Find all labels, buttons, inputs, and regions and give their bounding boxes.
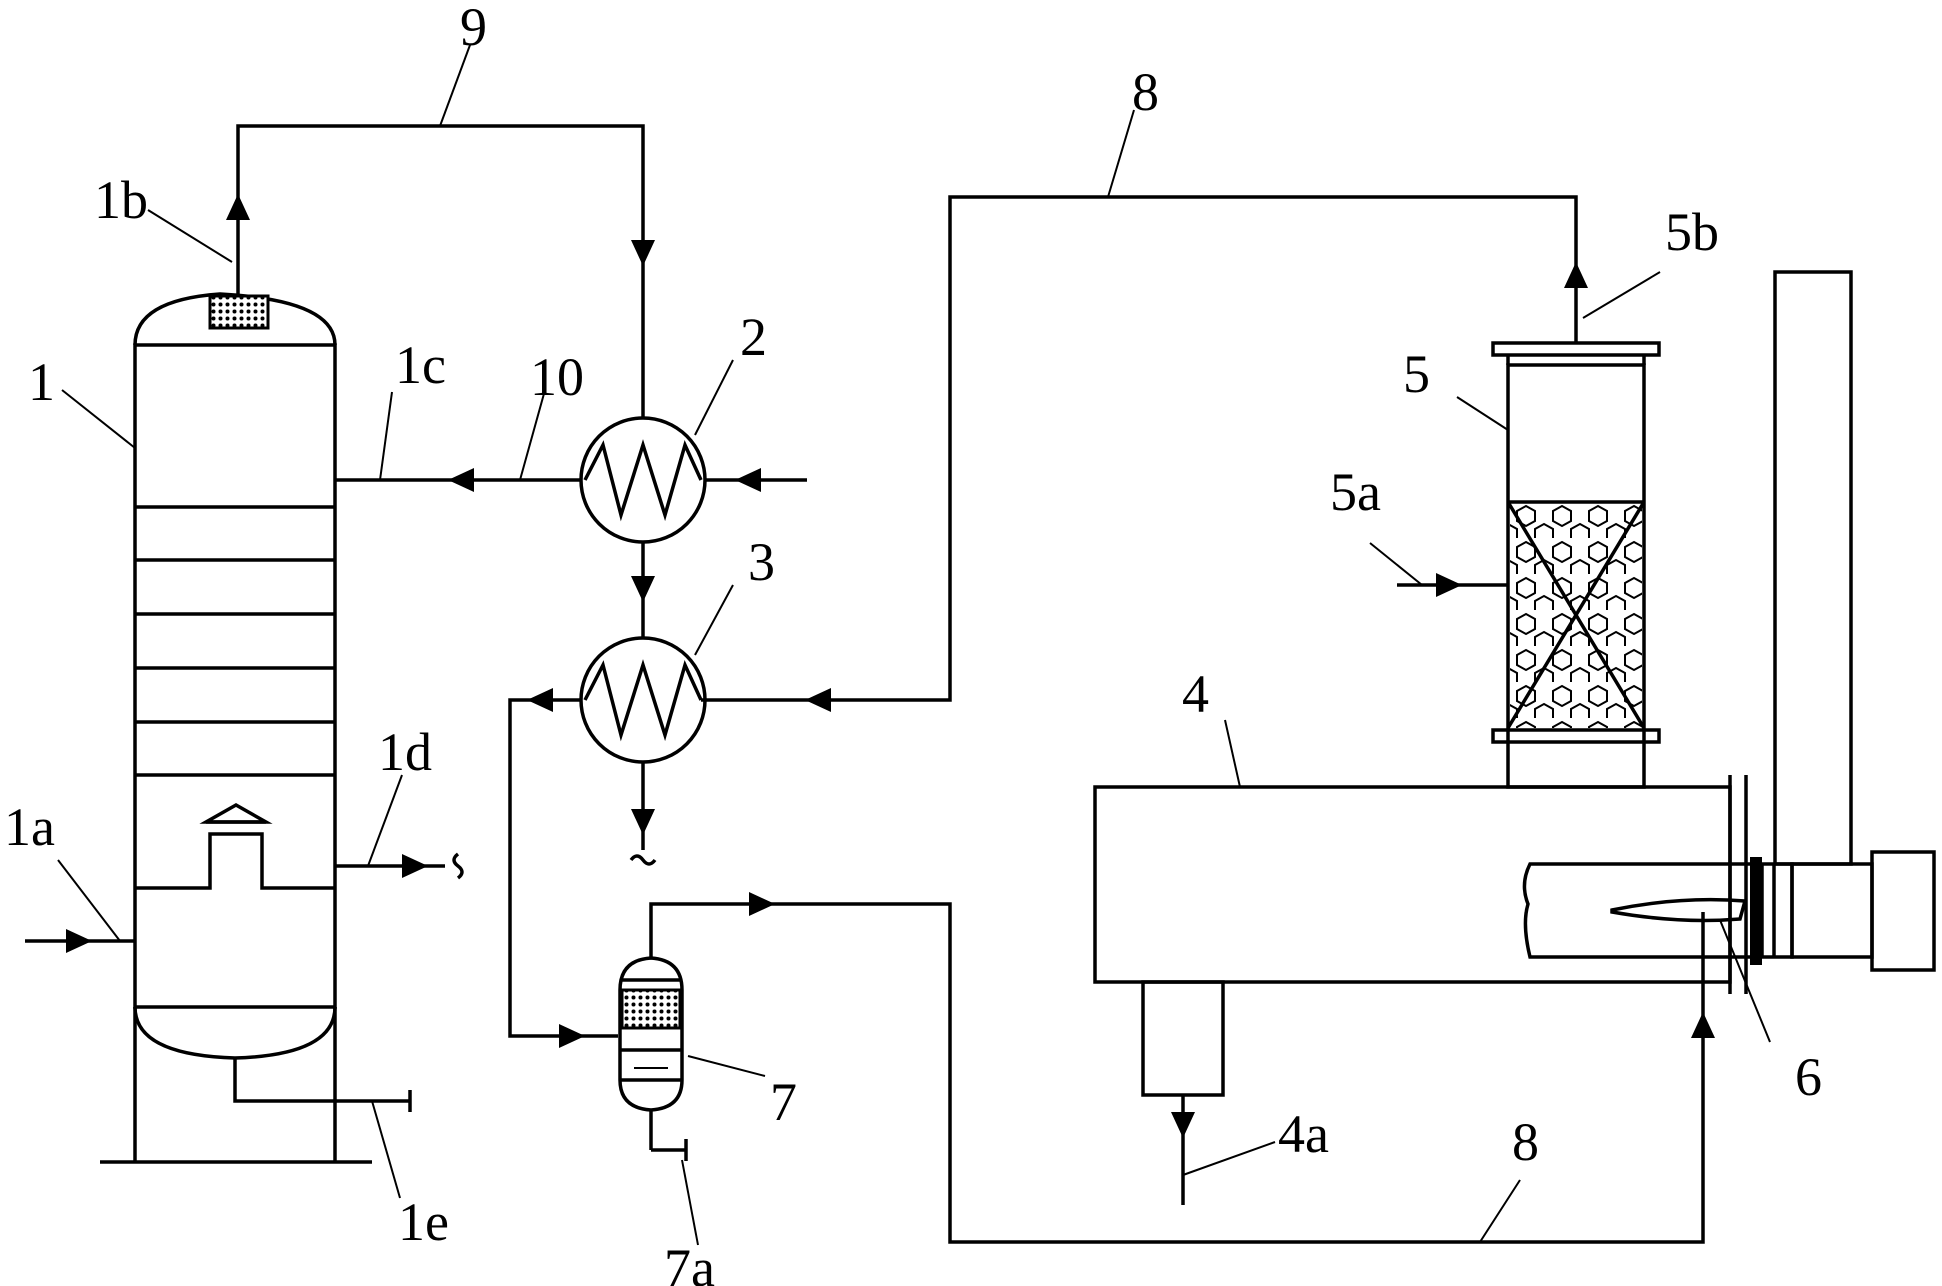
distillation-column xyxy=(100,292,372,1164)
feed-line-1a xyxy=(25,929,135,953)
label-1a: 1a xyxy=(4,797,55,857)
label-5: 5 xyxy=(1403,344,1430,404)
label-4a: 4a xyxy=(1278,1104,1329,1164)
inlet-5a xyxy=(1397,573,1508,597)
label-1c: 1c xyxy=(395,335,446,395)
heat-exchanger-2 xyxy=(579,416,807,544)
label-7a: 7a xyxy=(664,1238,715,1286)
label-9: 9 xyxy=(460,0,487,57)
line-3-to-separator-7 xyxy=(508,688,618,1048)
fuel-gas-line-8 xyxy=(649,892,1715,1244)
label-5a: 5a xyxy=(1330,462,1381,522)
label-10: 10 xyxy=(530,347,584,407)
label-1b: 1b xyxy=(94,170,148,230)
label-3: 3 xyxy=(748,532,775,592)
label-6: 6 xyxy=(1795,1047,1822,1107)
label-8-top: 8 xyxy=(1132,62,1159,122)
label-1e: 1e xyxy=(398,1192,449,1252)
label-2: 2 xyxy=(740,307,767,367)
separator-7 xyxy=(618,956,688,1161)
flue-gas-line-8 xyxy=(701,195,1588,712)
label-8-bottom: 8 xyxy=(1512,1112,1539,1172)
label-7: 7 xyxy=(770,1072,797,1132)
adsorber-5 xyxy=(1491,341,1661,789)
leader-lines xyxy=(57,44,1771,1246)
label-1d: 1d xyxy=(378,722,432,782)
bottoms-line-1e xyxy=(233,1058,412,1112)
side-draw-1d xyxy=(335,852,464,880)
line-2-to-3 xyxy=(631,542,655,638)
label-5b: 5b xyxy=(1665,202,1719,262)
label-1: 1 xyxy=(28,352,55,412)
burner-6 xyxy=(1522,270,1936,1010)
incinerator-4 xyxy=(1093,775,1748,1205)
reflux-line-10 xyxy=(335,468,581,492)
heat-exchanger-3 xyxy=(579,636,707,866)
label-4: 4 xyxy=(1182,664,1209,724)
